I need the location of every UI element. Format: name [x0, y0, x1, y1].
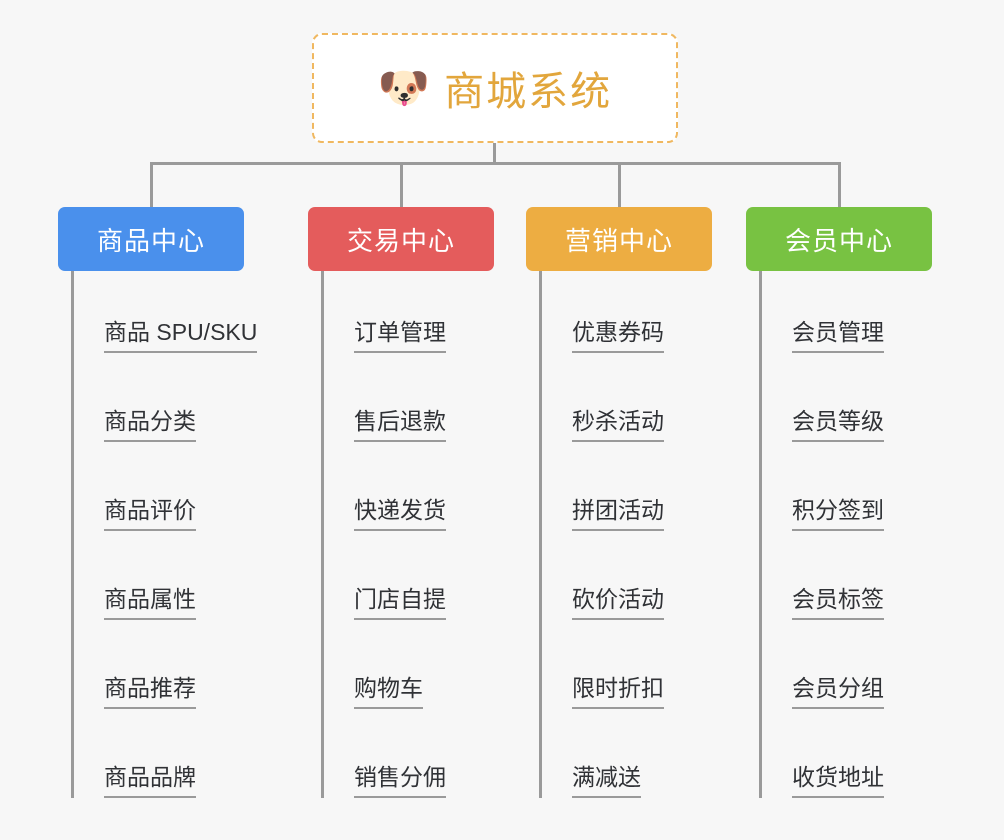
connector-drop-product-center [150, 162, 153, 208]
leaf-label: 商品品牌 [104, 764, 196, 798]
leaf-label: 商品属性 [104, 586, 196, 620]
connector-drop-trade-center [400, 162, 403, 208]
leaf-label: 订单管理 [354, 319, 446, 353]
leaf-label: 销售分佣 [354, 764, 446, 798]
leaf-label: 商品推荐 [104, 675, 196, 709]
list-item[interactable]: 优惠券码 [542, 271, 712, 353]
list-item[interactable]: 会员分组 [762, 620, 932, 709]
list-item[interactable]: 商品属性 [74, 531, 244, 620]
list-item[interactable]: 快递发货 [324, 442, 494, 531]
list-item[interactable]: 商品 SPU/SKU [74, 271, 258, 353]
branch-header-member-center[interactable]: 会员中心 [746, 207, 932, 271]
branch-header-product-center[interactable]: 商品中心 [58, 207, 244, 271]
list-item[interactable]: 砍价活动 [542, 531, 712, 620]
list-item[interactable]: 积分签到 [762, 442, 932, 531]
leaf-label: 会员标签 [792, 586, 884, 620]
branch-member-center: 会员中心 会员管理 会员等级 积分签到 会员标签 会员分组 收货地址 [746, 207, 932, 798]
leaf-label: 积分签到 [792, 497, 884, 531]
leaf-label: 门店自提 [354, 586, 446, 620]
list-item[interactable]: 购物车 [324, 620, 494, 709]
root-node[interactable]: 🐶 商城系统 [312, 33, 678, 143]
leaf-label: 优惠券码 [572, 319, 664, 353]
leaf-label: 收货地址 [792, 764, 884, 798]
list-item[interactable]: 商品分类 [74, 353, 244, 442]
list-item[interactable]: 收货地址 [762, 709, 932, 798]
branch-header-marketing-center[interactable]: 营销中心 [526, 207, 712, 271]
list-item[interactable]: 商品推荐 [74, 620, 244, 709]
leaf-label: 会员管理 [792, 319, 884, 353]
connector-horizontal-bus [150, 162, 841, 165]
list-item[interactable]: 限时折扣 [542, 620, 712, 709]
list-item[interactable]: 商品品牌 [74, 709, 244, 798]
leaf-label: 商品评价 [104, 497, 196, 531]
list-item[interactable]: 满减送 [542, 709, 712, 798]
list-item[interactable]: 会员管理 [762, 271, 932, 353]
leaf-label: 砍价活动 [572, 586, 664, 620]
list-item[interactable]: 订单管理 [324, 271, 494, 353]
leaf-label: 商品分类 [104, 408, 196, 442]
list-item[interactable]: 会员标签 [762, 531, 932, 620]
list-item[interactable]: 商品评价 [74, 442, 244, 531]
leaf-list-product-center: 商品 SPU/SKU 商品分类 商品评价 商品属性 商品推荐 商品品牌 [71, 271, 258, 798]
leaf-list-marketing-center: 优惠券码 秒杀活动 拼团活动 砍价活动 限时折扣 满减送 [539, 271, 712, 798]
leaf-list-trade-center: 订单管理 售后退款 快递发货 门店自提 购物车 销售分佣 [321, 271, 494, 798]
leaf-label: 会员等级 [792, 408, 884, 442]
leaf-label: 售后退款 [354, 408, 446, 442]
leaf-label: 会员分组 [792, 675, 884, 709]
list-item[interactable]: 会员等级 [762, 353, 932, 442]
leaf-list-member-center: 会员管理 会员等级 积分签到 会员标签 会员分组 收货地址 [759, 271, 932, 798]
branch-trade-center: 交易中心 订单管理 售后退款 快递发货 门店自提 购物车 销售分佣 [308, 207, 494, 798]
leaf-label: 限时折扣 [572, 675, 664, 709]
connector-drop-marketing-center [618, 162, 621, 208]
leaf-label: 快递发货 [354, 497, 446, 531]
branch-header-trade-center[interactable]: 交易中心 [308, 207, 494, 271]
list-item[interactable]: 销售分佣 [324, 709, 494, 798]
leaf-label: 购物车 [354, 675, 423, 709]
leaf-label: 商品 SPU/SKU [104, 319, 258, 353]
list-item[interactable]: 拼团活动 [542, 442, 712, 531]
leaf-label: 满减送 [572, 764, 641, 798]
list-item[interactable]: 秒杀活动 [542, 353, 712, 442]
list-item[interactable]: 门店自提 [324, 531, 494, 620]
branch-product-center: 商品中心 商品 SPU/SKU 商品分类 商品评价 商品属性 商品推荐 商品品牌 [58, 207, 258, 798]
root-title: 商城系统 [444, 70, 613, 114]
leaf-label: 拼团活动 [572, 497, 664, 531]
leaf-label: 秒杀活动 [572, 408, 664, 442]
branch-marketing-center: 营销中心 优惠券码 秒杀活动 拼团活动 砍价活动 限时折扣 满减送 [526, 207, 712, 798]
connector-root-stem [493, 143, 496, 164]
list-item[interactable]: 售后退款 [324, 353, 494, 442]
dog-face-icon: 🐶 [377, 64, 431, 111]
connector-drop-member-center [838, 162, 841, 208]
